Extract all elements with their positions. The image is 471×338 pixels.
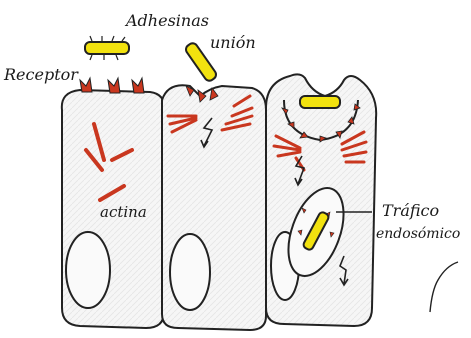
label-union: unión bbox=[210, 33, 256, 52]
adhesin-rod-icon bbox=[85, 36, 129, 60]
label-endosomico: endosómico bbox=[376, 226, 460, 242]
nucleus-middle bbox=[170, 234, 210, 310]
label-receptor: Receptor bbox=[3, 65, 79, 84]
nucleus-left bbox=[66, 232, 110, 308]
label-actina: actina bbox=[100, 203, 147, 221]
label-adhesinas: Adhesinas bbox=[124, 11, 209, 30]
receptor-group bbox=[80, 78, 144, 93]
label-trafico: Tráfico bbox=[382, 201, 439, 220]
